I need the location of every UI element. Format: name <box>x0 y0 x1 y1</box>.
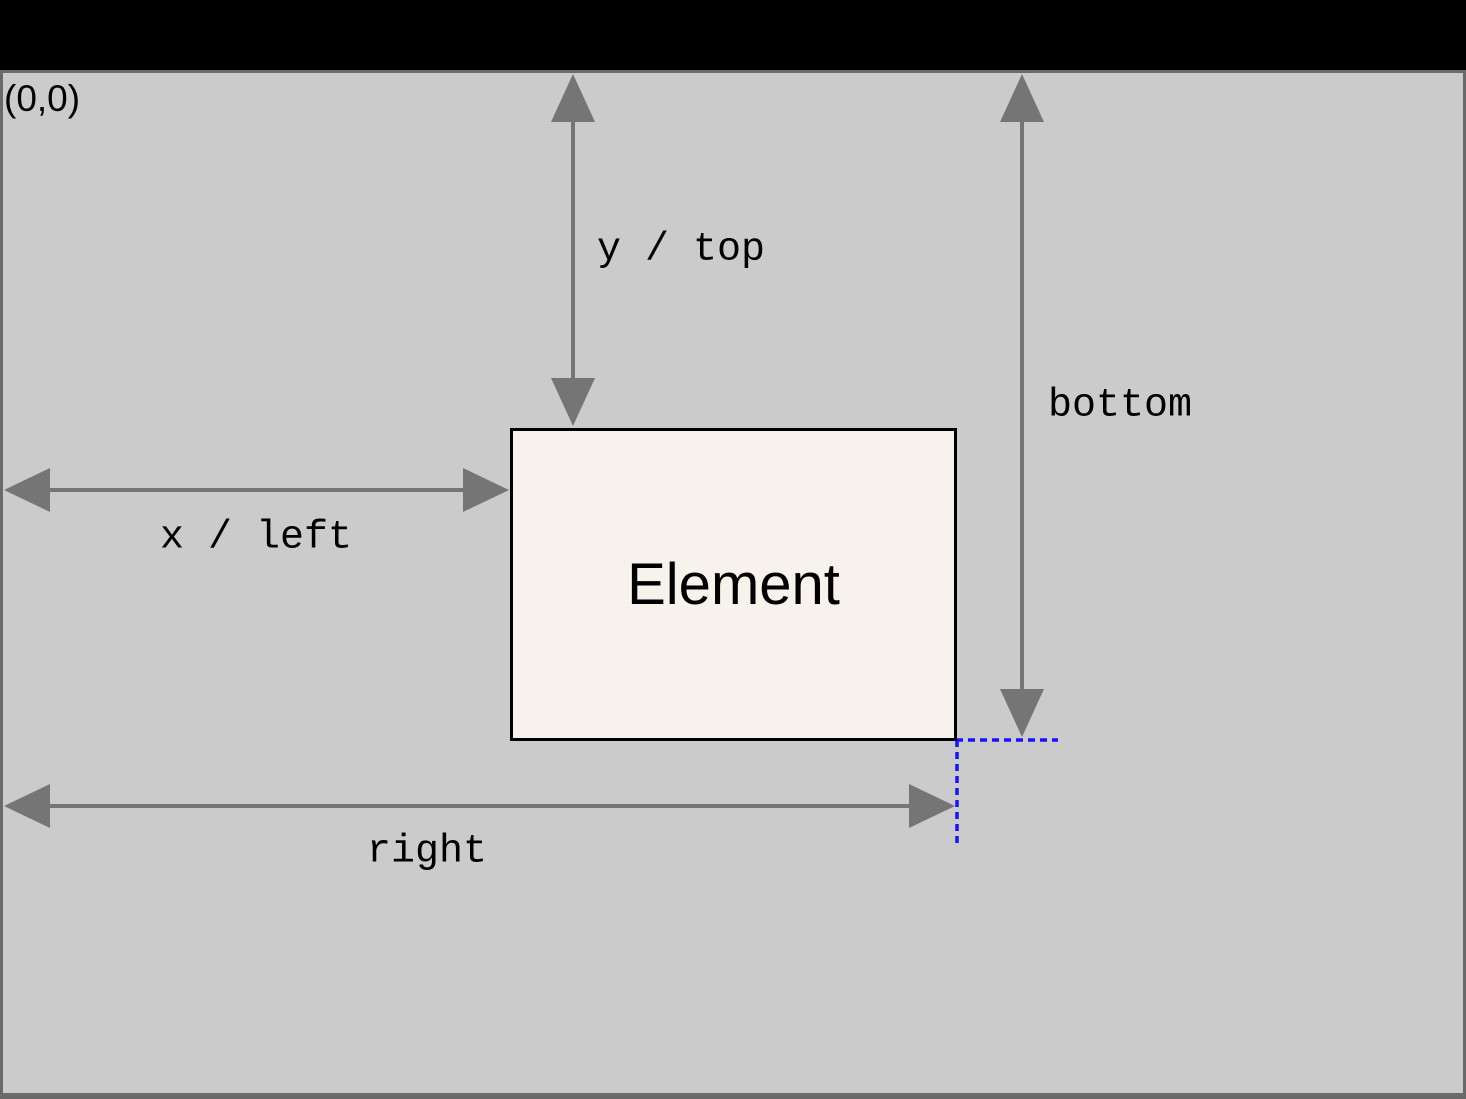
arrow-bottom-up-head-icon <box>1000 74 1044 122</box>
arrow-right <box>4 784 955 828</box>
arrow-right-right-head-icon <box>909 784 955 828</box>
arrow-x-left <box>4 468 509 512</box>
arrow-right-left-head-icon <box>4 784 50 828</box>
origin-label: (0,0) <box>4 78 81 119</box>
element-box: Element <box>510 428 957 741</box>
arrow-bottom-down-head-icon <box>1000 689 1044 737</box>
arrow-x-left-left-head-icon <box>4 468 50 512</box>
label-y-top: y / top <box>596 227 766 273</box>
label-x-left: x / left <box>159 515 353 561</box>
corner-guide-dotted-lines <box>955 738 1058 843</box>
arrow-y-top-down-head-icon <box>551 378 595 426</box>
top-black-bar <box>0 0 1466 70</box>
label-right: right <box>366 829 488 875</box>
arrow-x-left-right-head-icon <box>463 468 509 512</box>
arrow-bottom <box>1000 74 1044 737</box>
arrow-y-top-up-head-icon <box>551 74 595 122</box>
element-label: Element <box>627 552 840 617</box>
arrow-y-top <box>551 74 595 426</box>
label-bottom: bottom <box>1047 383 1193 429</box>
